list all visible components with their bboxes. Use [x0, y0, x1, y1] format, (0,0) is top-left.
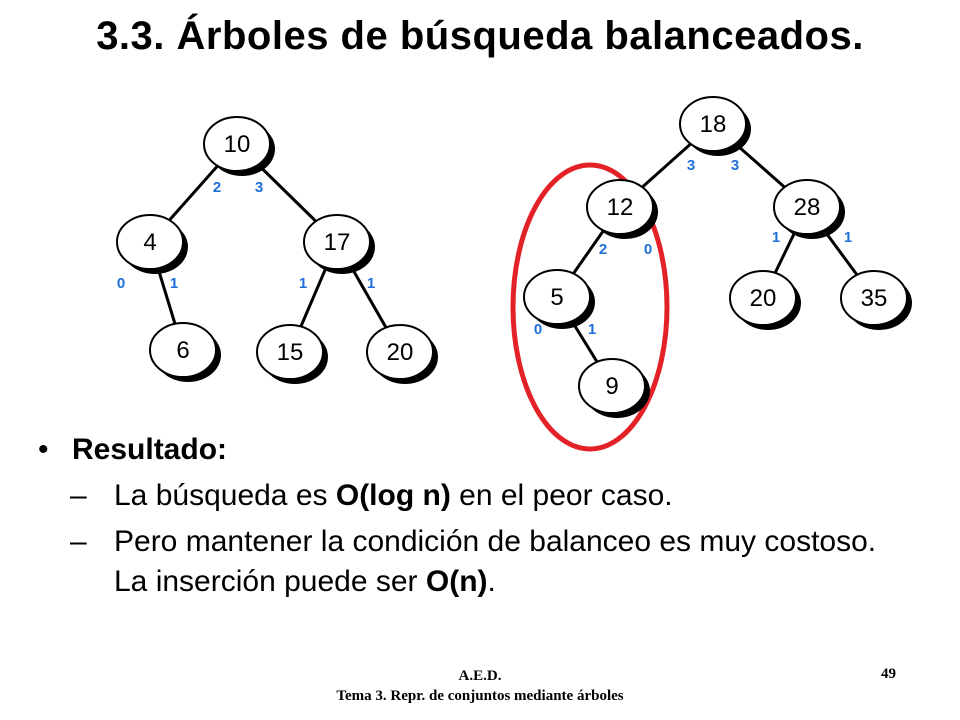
node-circle — [203, 116, 271, 172]
tree-node: 18 — [679, 96, 751, 156]
tree-node: 6 — [149, 322, 221, 382]
balance-label: 0 — [534, 321, 542, 338]
balance-label: 1 — [299, 275, 307, 292]
tree-node: 17 — [303, 214, 375, 274]
page-number: 49 — [881, 666, 896, 682]
node-label: 5 — [550, 284, 563, 311]
footer-course: A.E.D. — [458, 668, 502, 684]
tree-node: 15 — [256, 324, 328, 384]
footer: A.E.D. Tema 3. Repr. de conjuntos median… — [0, 666, 960, 706]
tree-node: 28 — [773, 179, 845, 239]
node-label: 20 — [750, 285, 777, 312]
node-circle — [116, 214, 184, 270]
balance-label: 3 — [731, 157, 739, 174]
tree-node: 10 — [203, 116, 275, 176]
tree-node: 12 — [586, 179, 658, 239]
tree-node: 5 — [523, 269, 595, 329]
node-circle — [256, 324, 324, 380]
balance-label: 1 — [588, 321, 596, 338]
sub-bullet-1-text: La búsqueda es O(log n) en el peor caso. — [114, 479, 673, 512]
dash: – — [70, 525, 87, 558]
node-label: 10 — [224, 131, 251, 158]
slide-title: 3.3. Árboles de búsqueda balanceados. — [96, 14, 864, 58]
node-circle — [840, 270, 908, 326]
sub-bullet-2-text: Pero mantener la condición de balanceo e… — [114, 525, 877, 598]
node-label: 15 — [277, 339, 304, 366]
balance-label: 1 — [772, 229, 780, 246]
sub-bullet-2: – Pero mantener la condición de balanceo… — [70, 522, 938, 602]
node-circle — [679, 96, 747, 152]
balance-label: 1 — [170, 275, 178, 292]
node-label: 12 — [607, 194, 634, 221]
node-label: 6 — [176, 337, 189, 364]
balance-label: 3 — [255, 179, 263, 196]
node-label: 18 — [700, 111, 727, 138]
node-circle — [303, 214, 371, 270]
sub-bullet-1: – La búsqueda es O(log n) en el peor cas… — [70, 476, 938, 516]
bullet-list: • Resultado: – La búsqueda es O(log n) e… — [38, 430, 938, 602]
node-circle — [586, 179, 654, 235]
balance-label: 0 — [117, 275, 125, 292]
node-circle — [578, 358, 646, 414]
tree-node: 20 — [366, 324, 438, 384]
footer-topic: Tema 3. Repr. de conjuntos mediante árbo… — [336, 688, 624, 704]
balance-label: 3 — [687, 157, 695, 174]
balance-label: 1 — [844, 229, 852, 246]
balance-label: 0 — [644, 241, 652, 258]
balance-label: 1 — [367, 275, 375, 292]
node-circle — [149, 322, 217, 378]
dash: – — [70, 479, 87, 512]
node-label: 9 — [605, 373, 618, 400]
node-label: 28 — [794, 194, 821, 221]
node-label: 17 — [324, 229, 351, 256]
tree-node: 4 — [116, 214, 188, 274]
bullet-item: • Resultado: — [38, 430, 938, 470]
tree-node: 9 — [578, 358, 650, 418]
balance-label: 2 — [213, 179, 221, 196]
bullet-heading: Resultado: — [72, 433, 228, 466]
node-circle — [366, 324, 434, 380]
node-circle — [729, 270, 797, 326]
node-circle — [773, 179, 841, 235]
tree-node: 20 — [729, 270, 801, 330]
highlight-ellipse — [510, 162, 670, 452]
node-label: 4 — [143, 229, 156, 256]
bullet-dot: • — [38, 433, 49, 466]
balance-label: 2 — [599, 241, 607, 258]
node-label: 20 — [387, 339, 414, 366]
node-label: 35 — [861, 285, 888, 312]
node-circle — [523, 269, 591, 325]
tree-node: 35 — [840, 270, 912, 330]
